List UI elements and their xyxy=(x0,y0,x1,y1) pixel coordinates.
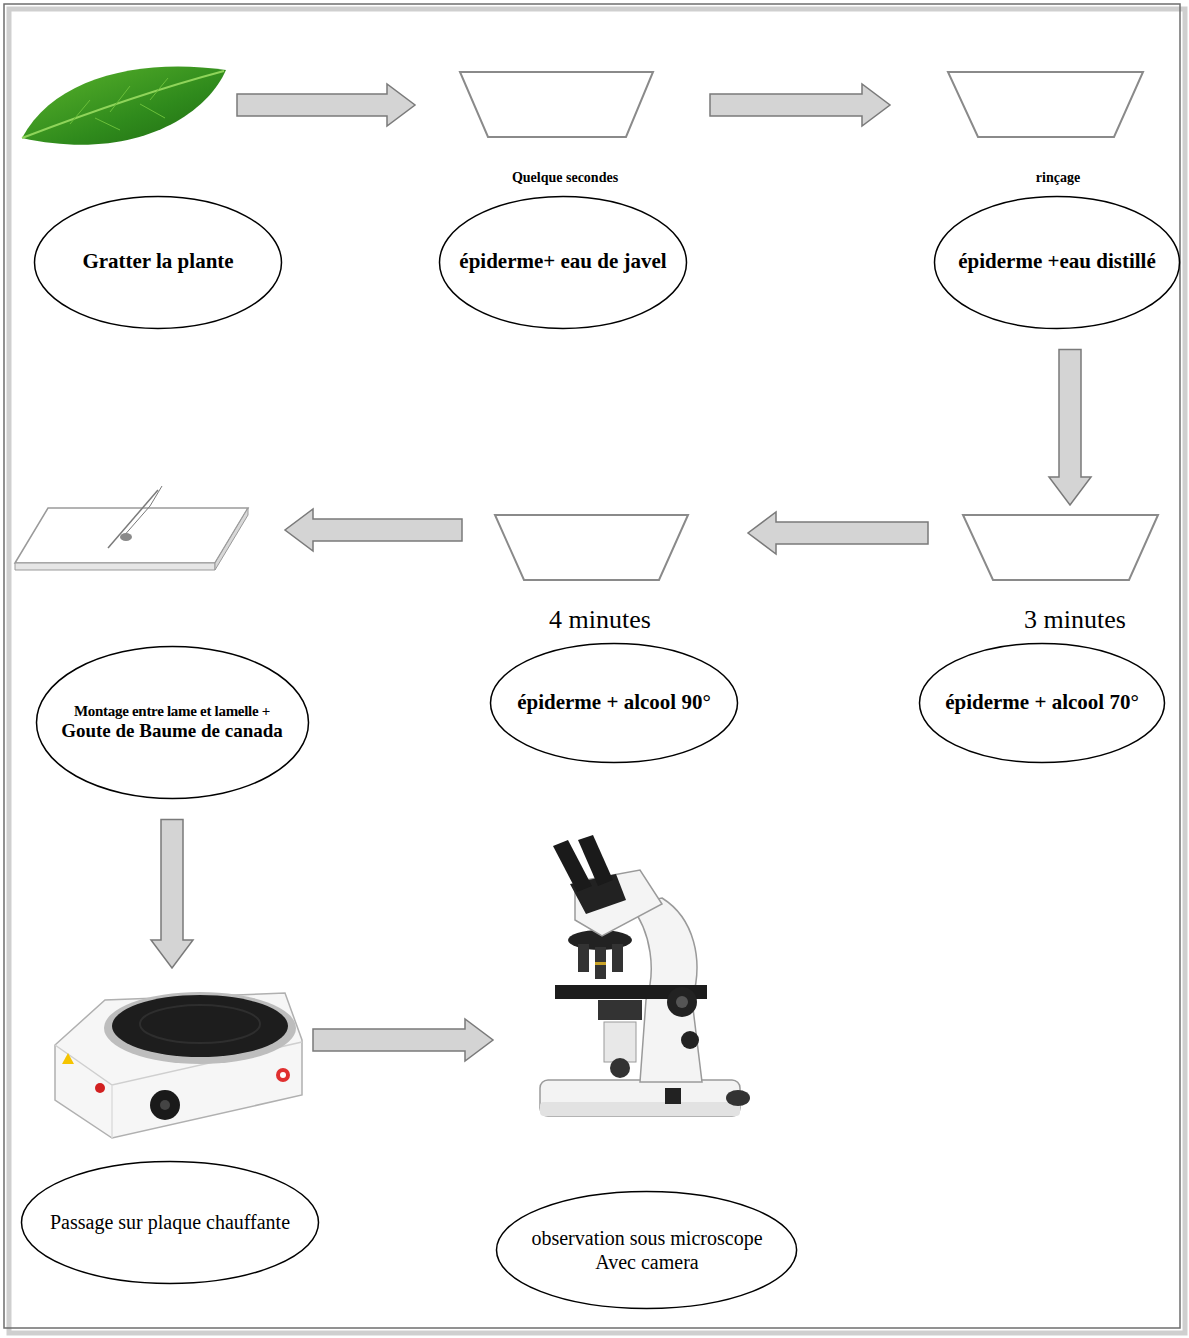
ellipse-shape xyxy=(22,1161,319,1283)
ellipse-shape xyxy=(491,644,738,763)
step-note: Quelque secondes xyxy=(512,170,618,187)
step-ellipse: observation sous microscope Avec camera xyxy=(495,1190,798,1310)
step-label: Montage entre lame et lamelle + xyxy=(61,702,283,720)
step-text: épiderme + alcool 90° xyxy=(517,690,711,715)
ellipse-shape xyxy=(935,196,1180,328)
step-ellipse: épiderme + alcool 70° xyxy=(918,642,1166,764)
bowl xyxy=(460,72,653,137)
frame-shadow xyxy=(9,9,1185,1333)
bowl xyxy=(495,515,688,580)
block-arrow xyxy=(710,84,890,126)
step-label: épiderme +eau distillé xyxy=(958,249,1155,274)
step-label: observation sous microscope Avec camera xyxy=(516,1226,778,1274)
ellipse-shape xyxy=(36,646,308,798)
step-ellipse: Passage sur plaque chauffante xyxy=(20,1160,320,1285)
slide-picture xyxy=(15,486,248,570)
step-note: 3 minutes xyxy=(1024,604,1126,635)
leaf-picture xyxy=(22,66,226,144)
step-text: Montage entre lame et lamelle +Goute de … xyxy=(61,702,283,743)
hot-plate-picture xyxy=(55,992,302,1138)
ellipse-shape xyxy=(920,644,1165,763)
bowl xyxy=(963,515,1158,580)
block-arrow xyxy=(237,84,415,126)
microscope-picture xyxy=(540,835,750,1116)
bowl xyxy=(948,72,1143,137)
step-label: Passage sur plaque chauffante xyxy=(50,1210,290,1234)
step-label: épiderme + alcool 90° xyxy=(517,690,711,715)
step-label: épiderme + alcool 70° xyxy=(945,690,1139,715)
step-label: Gratter la plante xyxy=(82,249,233,274)
step-text: épiderme+ eau de javel xyxy=(459,249,666,274)
block-arrow xyxy=(285,509,462,551)
ellipse-shape xyxy=(440,196,687,328)
step-text: observation sous microscope Avec camera xyxy=(516,1226,778,1274)
block-arrow xyxy=(748,512,928,554)
step-text: Gratter la plante xyxy=(82,249,233,274)
ellipse-outline xyxy=(495,1190,798,1310)
step-text: épiderme + alcool 70° xyxy=(945,690,1139,715)
ellipse-shape xyxy=(35,196,282,328)
step-ellipse: Gratter la plante xyxy=(33,195,283,330)
step-text: épiderme +eau distillé xyxy=(958,249,1155,274)
block-arrow xyxy=(313,1019,493,1061)
block-arrow xyxy=(151,820,193,969)
frame xyxy=(4,4,1180,1328)
step-note: rinçage xyxy=(1036,170,1080,187)
block-arrow xyxy=(1049,350,1091,506)
step-text: Passage sur plaque chauffante xyxy=(50,1210,290,1234)
step-ellipse: épiderme + alcool 90° xyxy=(489,642,739,764)
step-label: Goute de Baume de canada xyxy=(61,720,283,743)
step-ellipse: épiderme +eau distillé xyxy=(933,195,1181,330)
ellipse-shape xyxy=(497,1192,797,1309)
step-ellipse: épiderme+ eau de javel xyxy=(438,195,688,330)
step-label: épiderme+ eau de javel xyxy=(459,249,666,274)
step-ellipse: Montage entre lame et lamelle +Goute de … xyxy=(35,645,310,800)
step-note: 4 minutes xyxy=(549,604,651,635)
